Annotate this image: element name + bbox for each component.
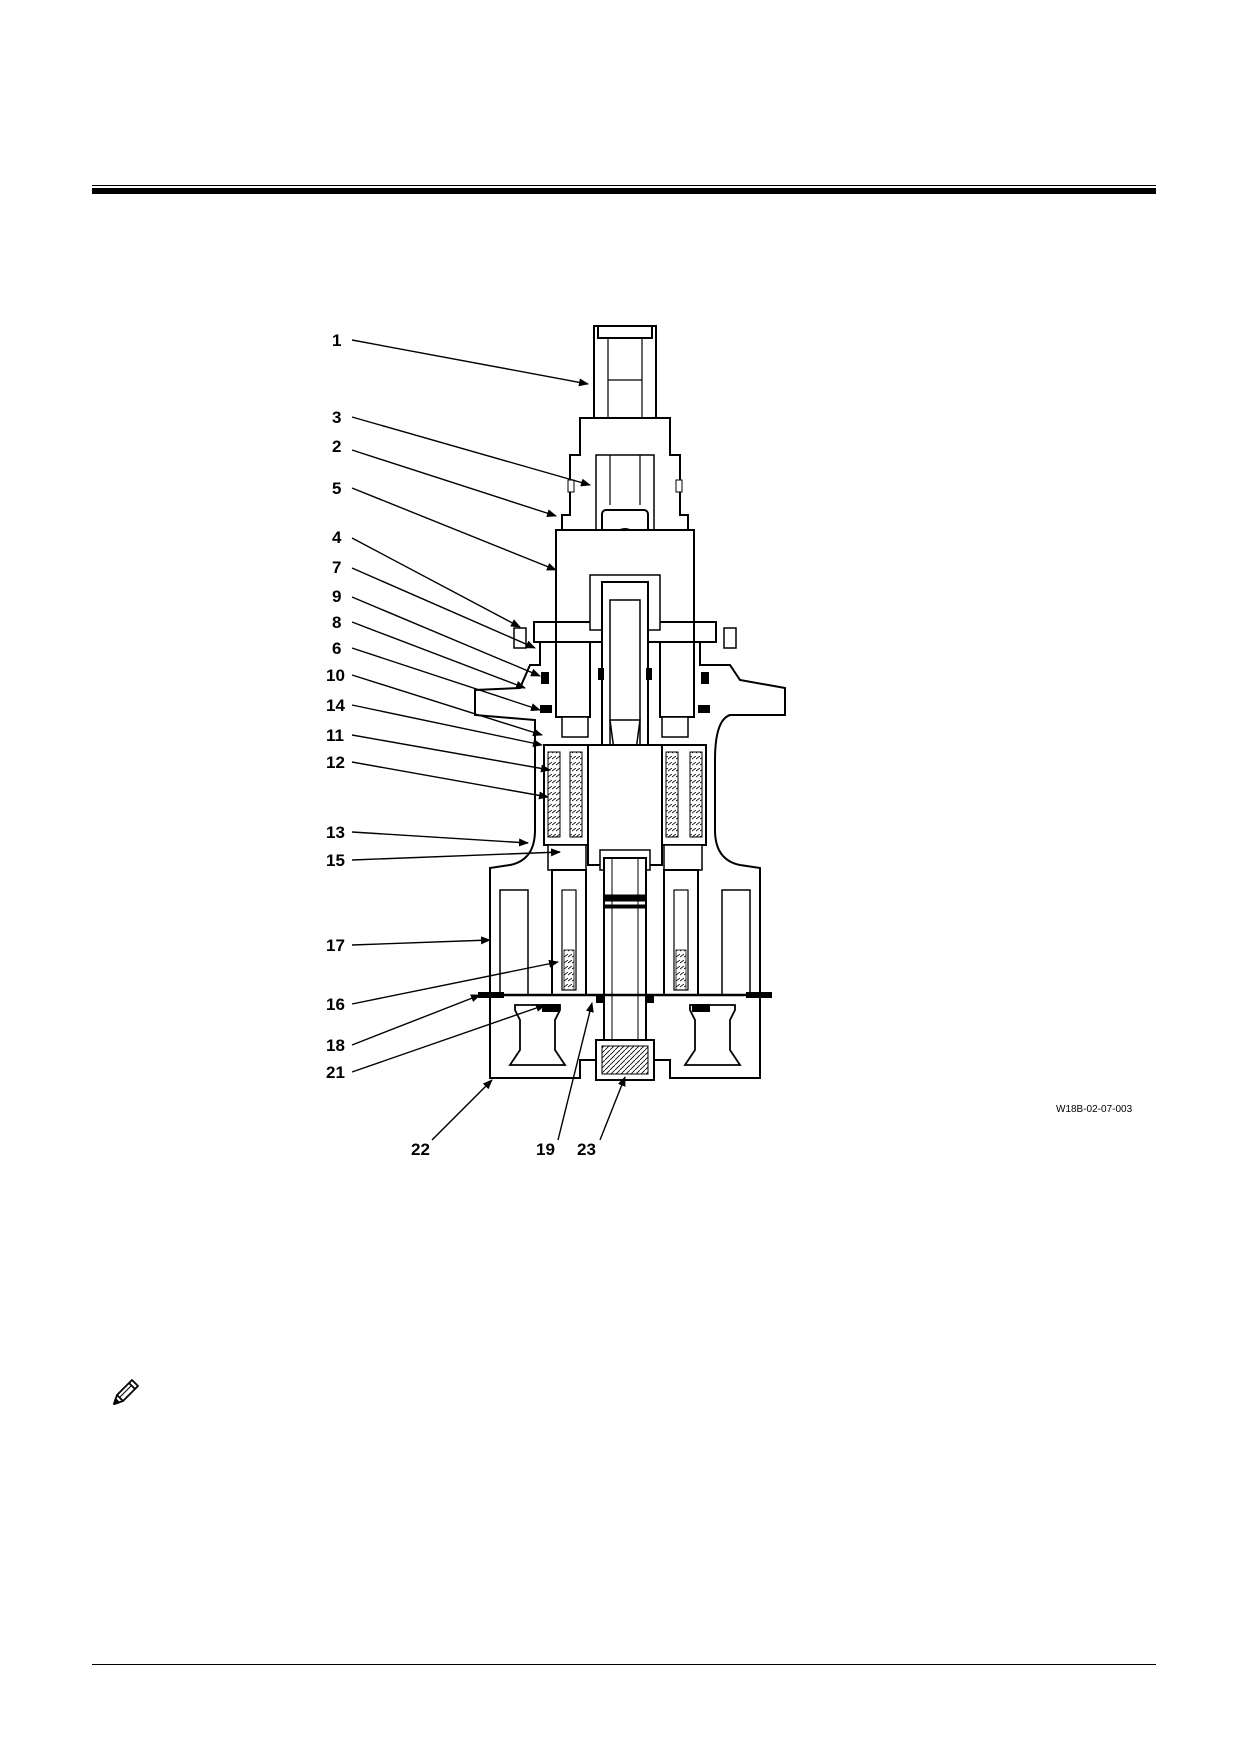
- callout-2: 2: [332, 437, 341, 456]
- callout-15: 15: [326, 851, 345, 870]
- callout-3: 3: [332, 408, 341, 427]
- callout-1: 1: [332, 331, 341, 350]
- callout-5: 5: [332, 479, 341, 498]
- figure-id: W18B-02-07-003: [1056, 1104, 1133, 1115]
- header-rule-thick: [92, 188, 1156, 194]
- leader-lines: [351, 339, 626, 1141]
- callout-18: 18: [326, 1036, 345, 1055]
- callout-22: 22: [411, 1140, 430, 1159]
- pencil-icon: [113, 1379, 139, 1405]
- callout-19: 19: [536, 1140, 555, 1159]
- callout-23: 23: [577, 1140, 596, 1159]
- callout-4: 4: [332, 528, 342, 547]
- callout-9: 9: [332, 587, 341, 606]
- callout-11: 11: [326, 726, 344, 745]
- callout-7: 7: [332, 558, 341, 577]
- callout-8: 8: [332, 613, 341, 632]
- header-rule-thin: [92, 185, 1156, 186]
- callout-labels: 1 2 3 4 5 6 7 8 9 10 11 12 13 14 15 16 1…: [326, 331, 596, 1159]
- callout-10: 10: [326, 666, 345, 685]
- callout-21: 21: [326, 1063, 345, 1082]
- footer-rule: [92, 1664, 1156, 1665]
- valve-body: [474, 325, 786, 1081]
- callout-6: 6: [332, 639, 341, 658]
- callout-17: 17: [326, 936, 345, 955]
- callout-16: 16: [326, 995, 345, 1014]
- callout-12: 12: [326, 753, 345, 772]
- callout-14: 14: [326, 696, 345, 715]
- seal-rings: [478, 668, 772, 1012]
- callout-13: 13: [326, 823, 345, 842]
